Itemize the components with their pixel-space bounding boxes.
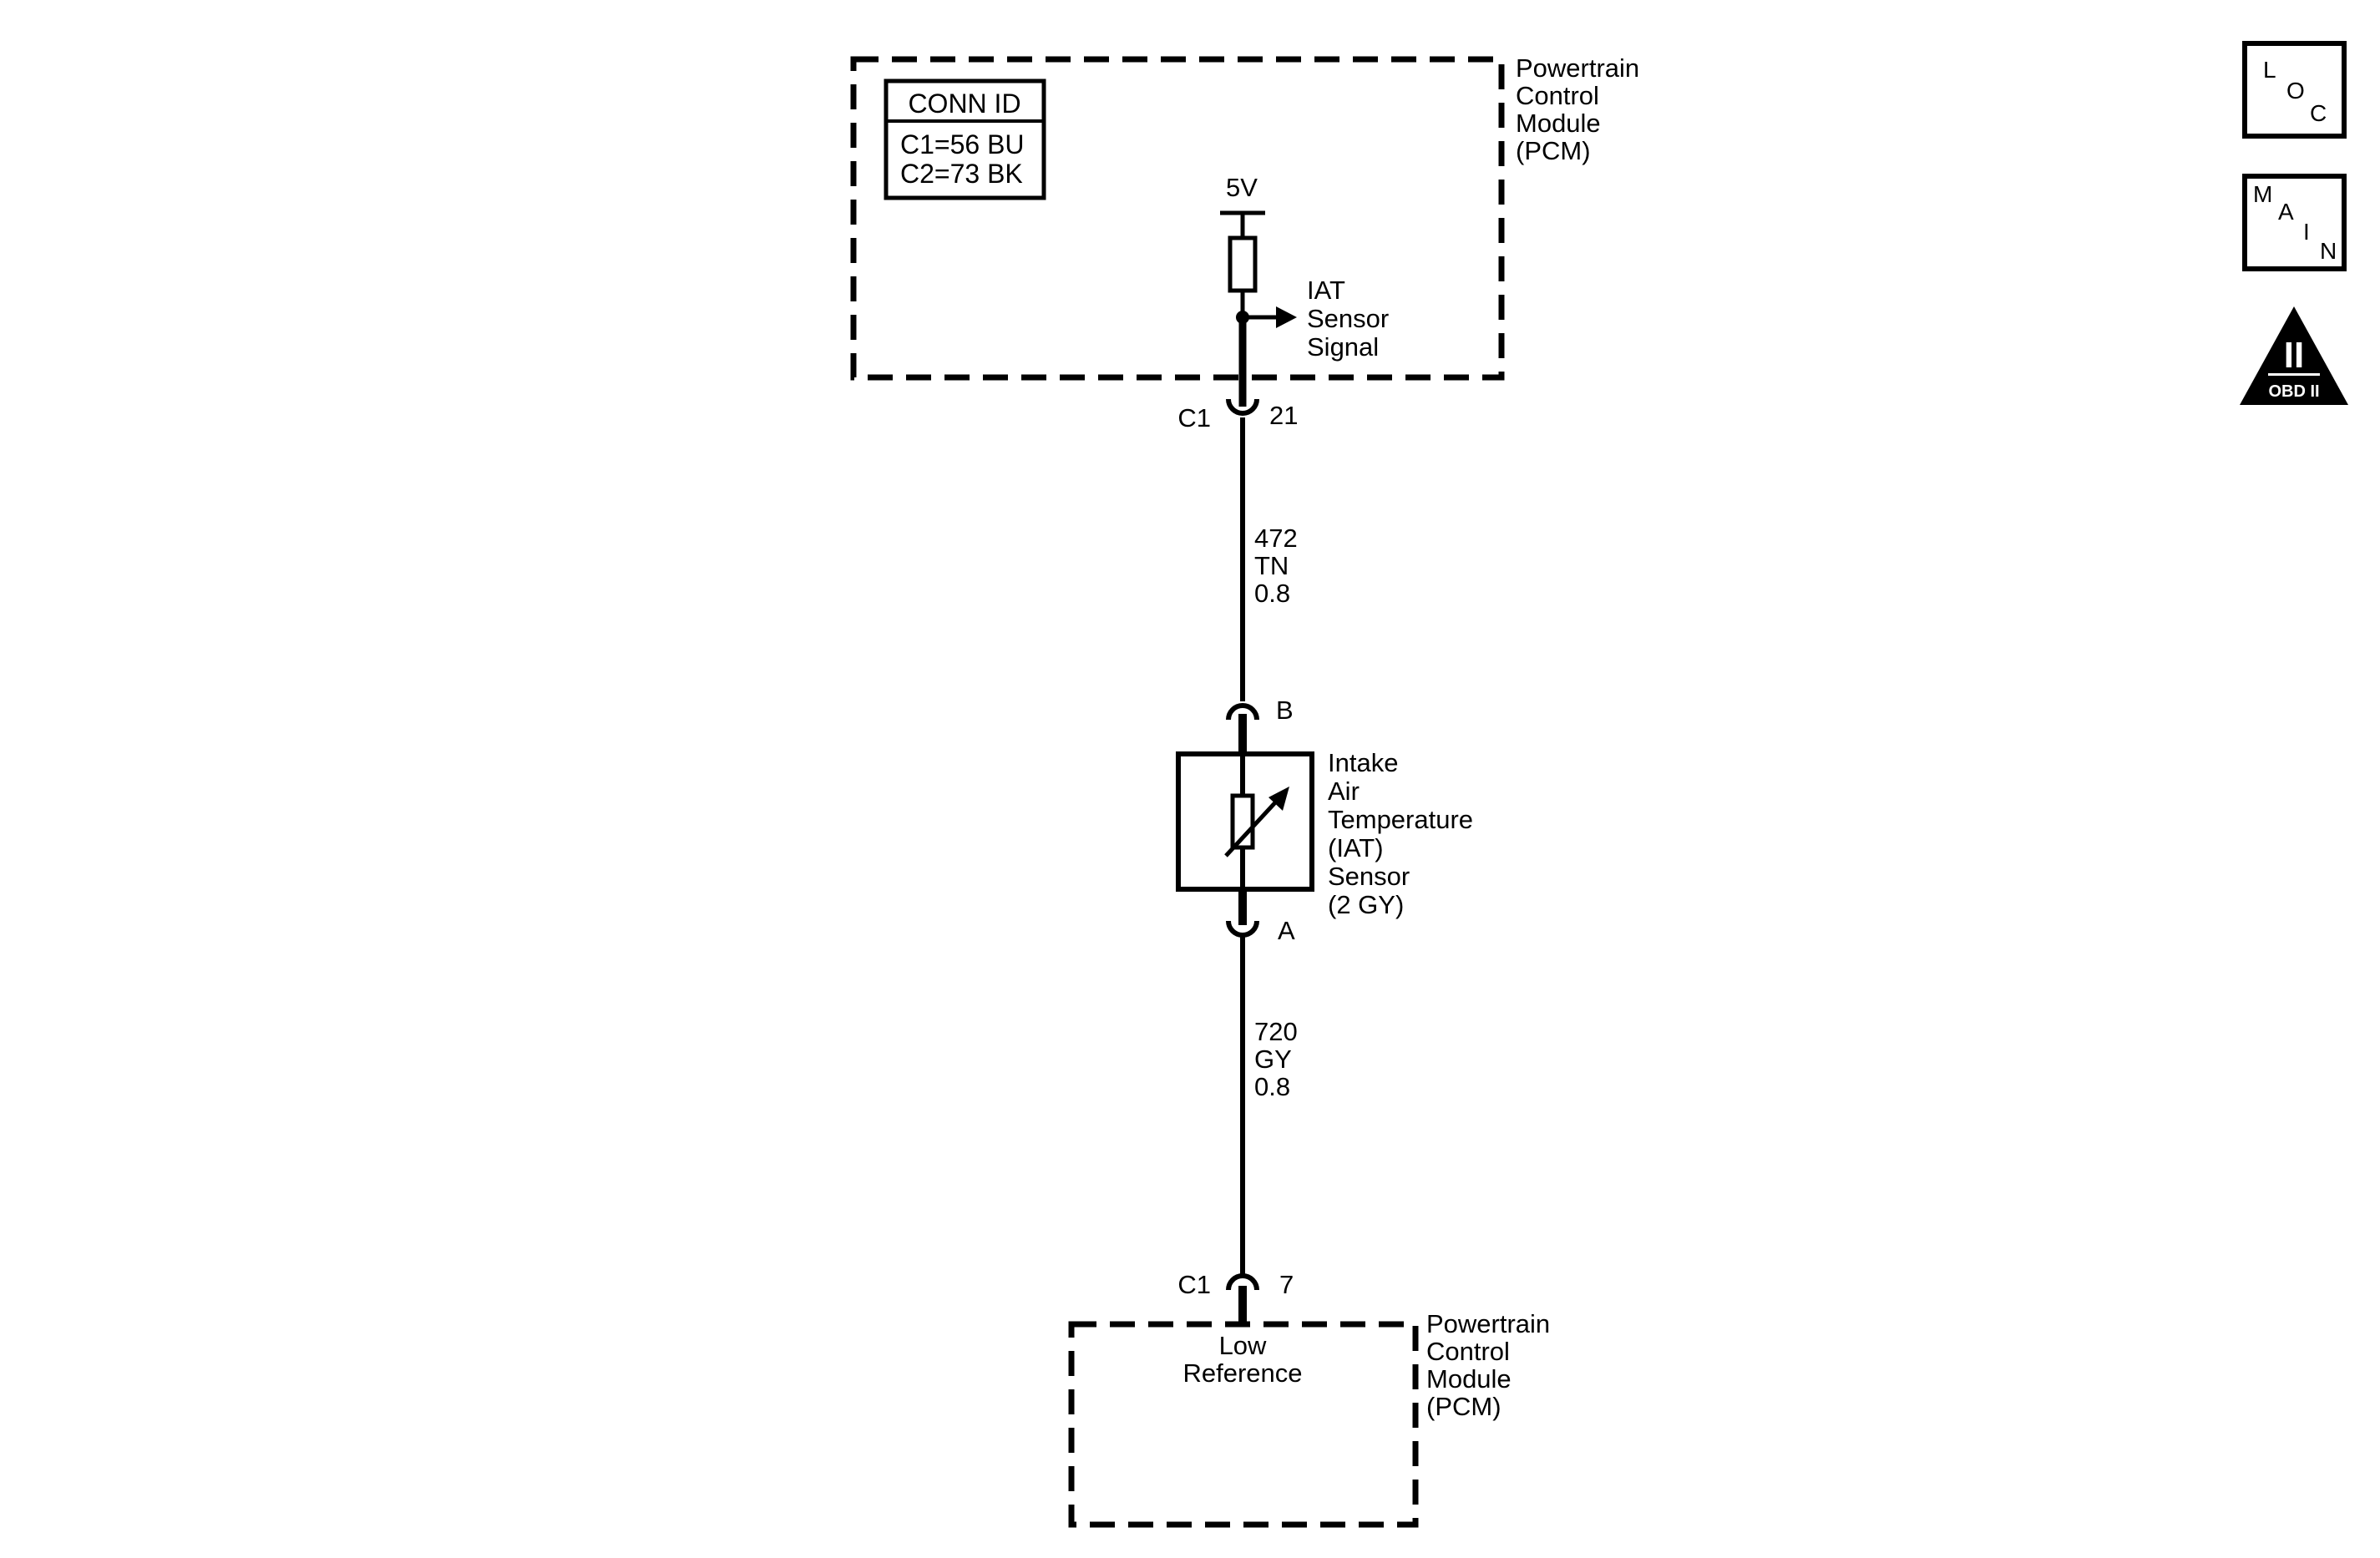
pcm-top-name-line: (PCM): [1516, 136, 1591, 165]
connector-c1-21: C1 21: [1177, 398, 1298, 432]
pin-label: A: [1278, 916, 1295, 945]
pcm-bottom-name-line: Powertrain: [1426, 1309, 1550, 1338]
sensor-name-line: Sensor: [1328, 862, 1410, 891]
signal-label-line: IAT: [1307, 276, 1345, 305]
voltage-label: 5V: [1226, 173, 1258, 202]
connector-pin: 7: [1279, 1270, 1294, 1299]
main-icon[interactable]: M A I N: [2242, 174, 2347, 271]
loc-letter: C: [2310, 100, 2327, 126]
conn-id-box: CONN ID C1=56 BU C2=73 BK: [884, 78, 1046, 200]
sensor-pin-b: B: [1226, 696, 1294, 751]
loc-icon[interactable]: L O C: [2242, 41, 2347, 139]
pcm-bottom-name-line: Control: [1426, 1337, 1510, 1366]
obd-label: OBD II: [2268, 382, 2319, 401]
sensor-name-line: Intake: [1328, 748, 1398, 777]
wire-circuit: 472: [1254, 524, 1298, 553]
pcm-bottom-name-line: Module: [1426, 1364, 1512, 1394]
sensor-name-line: Air: [1328, 776, 1360, 806]
iat-signal-label: IAT Sensor Signal: [1307, 276, 1389, 362]
loc-letter: L: [2263, 57, 2276, 83]
pcm-bottom-name-line: (PCM): [1426, 1392, 1501, 1421]
wire-color: TN: [1254, 551, 1289, 580]
pcm-top-enclosure: [850, 56, 1505, 381]
main-letter: M: [2253, 181, 2272, 207]
sensor-name-line: (2 GY): [1328, 890, 1404, 919]
main-letter: A: [2278, 199, 2294, 225]
obd-numeral: II: [2284, 335, 2304, 376]
low-ref-line: Reference: [1182, 1358, 1302, 1388]
iat-sensor: [1176, 751, 1314, 892]
pcm-bottom-name: Powertrain Control Module (PCM): [1426, 1309, 1550, 1421]
conn-id-line: C1=56 BU: [900, 129, 1025, 159]
signal-label-line: Signal: [1307, 332, 1379, 362]
wire-color: GY: [1254, 1045, 1292, 1074]
obd-ii-icon[interactable]: II OBD II: [2240, 306, 2348, 405]
pcm-bottom-enclosure: [1068, 1321, 1419, 1528]
wire-472-label: 472 TN 0.8: [1254, 524, 1298, 608]
wire-720-label: 720 GY 0.8: [1254, 1017, 1298, 1101]
pcm-top-name-line: Control: [1516, 81, 1599, 110]
sensor-pin-a: A: [1226, 892, 1295, 945]
conn-id-line: C2=73 BK: [900, 159, 1023, 189]
pin-label: B: [1276, 696, 1294, 725]
sensor-name-line: (IAT): [1328, 833, 1384, 862]
sensor-name-line: Temperature: [1328, 805, 1473, 834]
wire-circuit: 720: [1254, 1017, 1298, 1046]
connector-c1-7: C1 7: [1177, 1270, 1294, 1322]
main-letter: N: [2320, 238, 2337, 264]
iat-sensor-name: Intake Air Temperature (IAT) Sensor (2 G…: [1328, 748, 1473, 919]
low-reference-label: Low Reference: [1182, 1331, 1302, 1388]
connector-pin: 21: [1269, 401, 1298, 430]
pcm-top-name-line: Module: [1516, 109, 1601, 138]
low-ref-line: Low: [1219, 1331, 1267, 1360]
pull-up-resistor: 5V: [1220, 173, 1265, 317]
connector-label: C1: [1177, 1270, 1211, 1299]
connector-label: C1: [1177, 403, 1211, 432]
main-letter: I: [2303, 219, 2310, 245]
signal-label-line: Sensor: [1307, 304, 1389, 333]
loc-letter: O: [2286, 78, 2305, 104]
wire-gauge: 0.8: [1254, 579, 1290, 608]
wire-gauge: 0.8: [1254, 1072, 1290, 1101]
pcm-top-name-line: Powertrain: [1516, 53, 1639, 83]
conn-id-title: CONN ID: [908, 89, 1020, 119]
pcm-top-name: Powertrain Control Module (PCM): [1516, 53, 1639, 165]
